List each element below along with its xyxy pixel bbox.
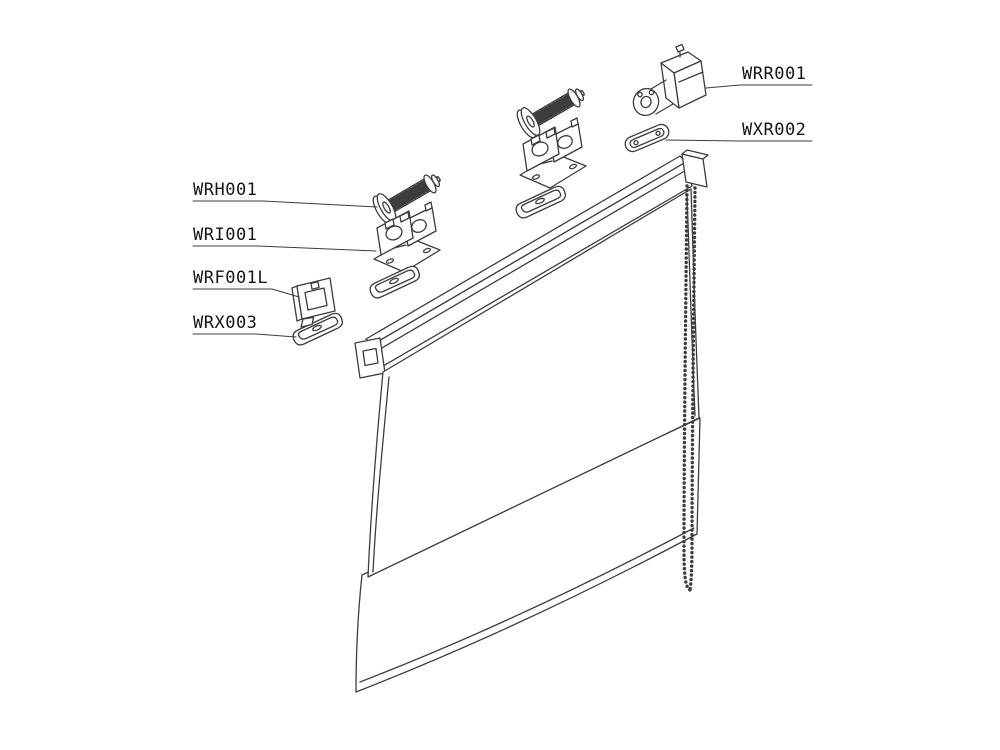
cover-part-middle xyxy=(515,185,567,219)
headrail xyxy=(354,149,709,379)
bead-chain xyxy=(682,184,697,592)
part-label-wrr001: WRR001 xyxy=(742,64,807,84)
headrail-left-endcap-hole xyxy=(362,347,379,367)
shade-fabric xyxy=(355,188,701,693)
part-label-wrf001l: WRF001L xyxy=(193,268,269,288)
leader-lines xyxy=(192,84,813,338)
cover-part-left xyxy=(369,265,421,299)
part-label-wrh001: WRH001 xyxy=(193,180,258,200)
motor-drive-part-wrr001 xyxy=(632,43,707,117)
part-label-wri001: WRI001 xyxy=(193,225,258,245)
leader-wxr002 xyxy=(665,139,813,142)
leader-wri001 xyxy=(192,245,377,252)
fabric-main-panel xyxy=(367,188,700,578)
headrail-groove-line xyxy=(374,168,689,353)
oval-cover-part-wxr002 xyxy=(624,123,670,153)
fabric-hem-line xyxy=(359,527,695,683)
square-bracket-part-wrf001l xyxy=(291,277,336,328)
headrail-right-drive-top xyxy=(681,149,709,160)
part-label-wrx003: WRX003 xyxy=(193,313,258,333)
fabric-bottom-fold xyxy=(355,417,701,693)
leader-wrf001l xyxy=(192,288,300,298)
leader-wrh001 xyxy=(192,200,378,208)
part-label-wxr002: WXR002 xyxy=(742,120,807,140)
chain-strand-back xyxy=(688,186,697,592)
leader-wrr001 xyxy=(705,84,813,89)
leader-wrx003 xyxy=(192,333,297,338)
fabric-left-crease xyxy=(372,376,390,573)
chain-strand-front xyxy=(682,184,692,592)
